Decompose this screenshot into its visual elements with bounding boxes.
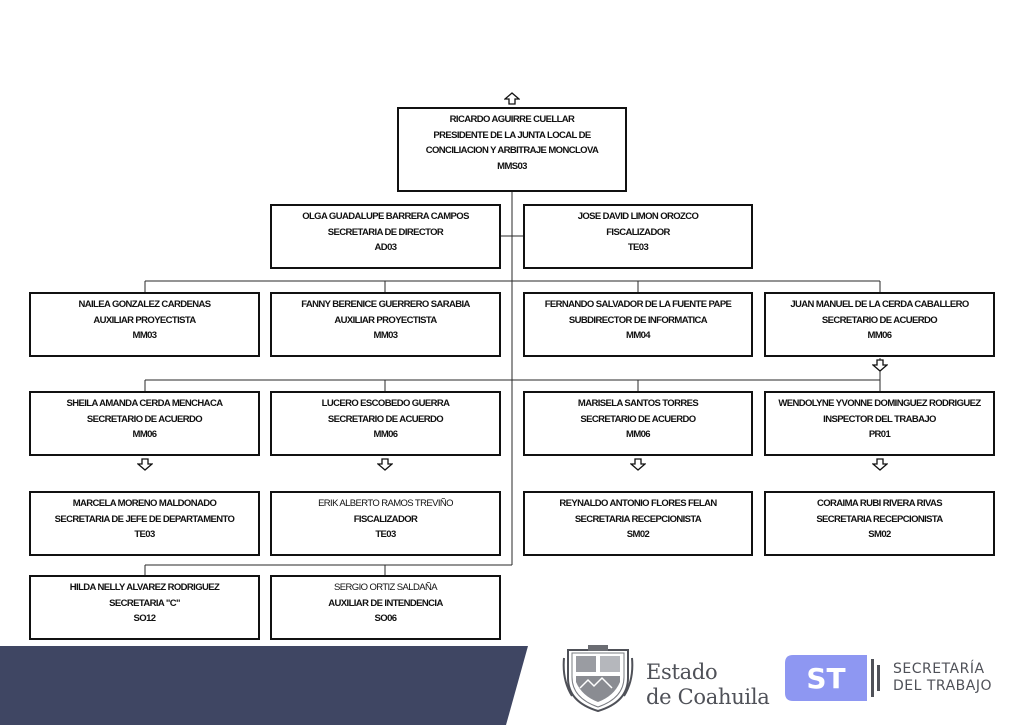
box-line: CONCILIACION Y ARBITRAJE MONCLOVA bbox=[425, 145, 599, 156]
box-line: SECRETARIO DE ACUERDO bbox=[580, 413, 696, 425]
org-box-root: RICARDO AGUIRRE CUELLAR PRESIDENTE DE LA… bbox=[397, 107, 627, 192]
box-line: MMS03 bbox=[497, 160, 527, 172]
box-line: SECRETARIO DE ACUERDO bbox=[327, 413, 444, 425]
box-line: SECRETARIA DE DIRECTOR bbox=[327, 226, 444, 238]
org-box-r2-4: WENDOLYNE YVONNE DOMINGUEZ RODRIGUEZ INS… bbox=[764, 391, 995, 456]
box-line: LUCERO ESCOBEDO GUERRA bbox=[321, 398, 450, 409]
box-line: PR01 bbox=[868, 429, 891, 440]
box-line: SECRETARIA RECEPCIONISTA bbox=[816, 513, 943, 525]
box-line: RICARDO AGUIRRE CUELLAR bbox=[449, 114, 575, 125]
box-line: TE03 bbox=[134, 529, 155, 540]
box-line: JOSE DAVID LIMON OROZCO bbox=[577, 211, 699, 222]
box-line: MM06 bbox=[373, 429, 399, 440]
box-line: SO12 bbox=[133, 613, 157, 624]
box-line: INSPECTOR DEL TRABAJO bbox=[823, 413, 936, 425]
box-line: SO06 bbox=[374, 613, 398, 624]
down-arrow-icon bbox=[872, 359, 888, 372]
box-line: OLGA GUADALUPE BARRERA CAMPOS bbox=[302, 211, 469, 222]
state-line-2: de Coahuila bbox=[646, 685, 770, 709]
box-line: MM06 bbox=[626, 429, 651, 440]
box-line: FISCALIZADOR bbox=[353, 513, 418, 525]
box-line: WENDOLYNE YVONNE DOMINGUEZ RODRIGUEZ bbox=[778, 398, 981, 409]
org-box-r2-1: SHEILA AMANDA CERDA MENCHACA SECRETARIO … bbox=[29, 391, 260, 456]
box-line: SERGIO ORTIZ SALDAÑA bbox=[334, 582, 438, 593]
coahuila-wordmark: Estado de Coahuila bbox=[646, 660, 770, 710]
box-line: MM03 bbox=[373, 330, 399, 341]
footer-band bbox=[0, 646, 1024, 725]
box-line: MARCELA MORENO MALDONADO bbox=[72, 498, 217, 509]
coahuila-shield-icon bbox=[562, 644, 634, 714]
org-box-r1-3: FERNANDO SALVADOR DE LA FUENTE PAPE SUBD… bbox=[523, 292, 753, 357]
org-box-r1-4: JUAN MANUEL DE LA CERDA CABALLERO SECRET… bbox=[764, 292, 995, 357]
down-arrow-icon bbox=[872, 458, 888, 471]
org-box-r3-4: CORAIMA RUBI RIVERA RIVAS SECRETARIA REC… bbox=[764, 491, 995, 556]
box-line: SM02 bbox=[626, 529, 650, 540]
box-line: SECRETARIA DE JEFE DE DEPARTAMENTO bbox=[54, 513, 235, 525]
org-box-r1-1: NAILEA GONZALEZ CARDENAS AUXILIAR PROYEC… bbox=[29, 292, 260, 357]
up-arrow-icon bbox=[504, 92, 520, 105]
box-line: SECRETARIO DE ACUERDO bbox=[86, 413, 203, 425]
org-box-staff-1: OLGA GUADALUPE BARRERA CAMPOS SECRETARIA… bbox=[270, 204, 501, 269]
down-arrow-icon bbox=[137, 458, 153, 471]
org-box-r1-2: FANNY BERENICE GUERRERO SARABIA AUXILIAR… bbox=[270, 292, 501, 357]
state-line-1: Estado bbox=[646, 660, 718, 684]
box-line: SM02 bbox=[868, 529, 891, 540]
box-line: AUXILIAR PROYECTISTA bbox=[334, 314, 437, 326]
org-box-r3-2: ERIK ALBERTO RAMOS TREVIÑO FISCALIZADOR … bbox=[270, 491, 501, 556]
org-box-r3-3: REYNALDO ANTONIO FLORES FELAN SECRETARIA… bbox=[523, 491, 753, 556]
box-line: MM06 bbox=[867, 330, 893, 341]
box-line: AUXILIAR DE INTENDENCIA bbox=[328, 597, 443, 609]
box-line: MARISELA SANTOS TORRES bbox=[577, 398, 699, 409]
box-line: SECRETARIA RECEPCIONISTA bbox=[574, 513, 702, 525]
box-line: MM04 bbox=[626, 330, 651, 341]
box-line: NAILEA GONZALEZ CARDENAS bbox=[78, 299, 212, 310]
down-arrow-icon bbox=[630, 458, 646, 471]
secretaria-trabajo-wordmark: SECRETARÍA DEL TRABAJO bbox=[893, 661, 992, 695]
org-box-r4-2: SERGIO ORTIZ SALDAÑA AUXILIAR DE INTENDE… bbox=[270, 575, 501, 640]
box-line: MM03 bbox=[132, 330, 158, 341]
org-box-r3-1: MARCELA MORENO MALDONADO SECRETARIA DE J… bbox=[29, 491, 260, 556]
box-line: FISCALIZADOR bbox=[606, 226, 670, 238]
box-line: FERNANDO SALVADOR DE LA FUENTE PAPE bbox=[544, 299, 732, 310]
box-line: HILDA NELLY ALVAREZ RODRIGUEZ bbox=[69, 582, 220, 593]
org-box-r4-1: HILDA NELLY ALVAREZ RODRIGUEZ SECRETARIA… bbox=[29, 575, 260, 640]
org-box-staff-2: JOSE DAVID LIMON OROZCO FISCALIZADOR TE0… bbox=[523, 204, 753, 269]
box-line: SECRETARIA "C" bbox=[109, 597, 180, 609]
box-line: PRESIDENTE DE LA JUNTA LOCAL DE bbox=[433, 129, 591, 141]
box-line: JUAN MANUEL DE LA CERDA CABALLERO bbox=[790, 299, 969, 310]
box-line: ERIK ALBERTO RAMOS TREVIÑO bbox=[318, 498, 453, 509]
box-line: FANNY BERENICE GUERRERO SARABIA bbox=[301, 299, 470, 310]
box-line: TE03 bbox=[375, 529, 396, 540]
st-line-2: DEL TRABAJO bbox=[893, 678, 992, 694]
box-line: TE03 bbox=[627, 242, 649, 253]
box-line: CORAIMA RUBI RIVERA RIVAS bbox=[816, 498, 943, 509]
box-line: AUXILIAR PROYECTISTA bbox=[93, 314, 196, 326]
box-line: MM06 bbox=[132, 429, 158, 440]
org-box-r2-3: MARISELA SANTOS TORRES SECRETARIO DE ACU… bbox=[523, 391, 753, 456]
st-logo: ST bbox=[785, 655, 885, 701]
st-line-1: SECRETARÍA bbox=[893, 661, 985, 677]
box-line: SUBDIRECTOR DE INFORMATICA bbox=[568, 314, 708, 326]
st-badge-text: ST bbox=[806, 662, 845, 695]
down-arrow-icon bbox=[377, 458, 393, 471]
box-line: REYNALDO ANTONIO FLORES FELAN bbox=[559, 498, 717, 509]
box-line: SECRETARIO DE ACUERDO bbox=[821, 314, 938, 326]
org-box-r2-2: LUCERO ESCOBEDO GUERRA SECRETARIO DE ACU… bbox=[270, 391, 501, 456]
box-line: SHEILA AMANDA CERDA MENCHACA bbox=[66, 398, 224, 409]
box-line: AD03 bbox=[374, 242, 397, 253]
